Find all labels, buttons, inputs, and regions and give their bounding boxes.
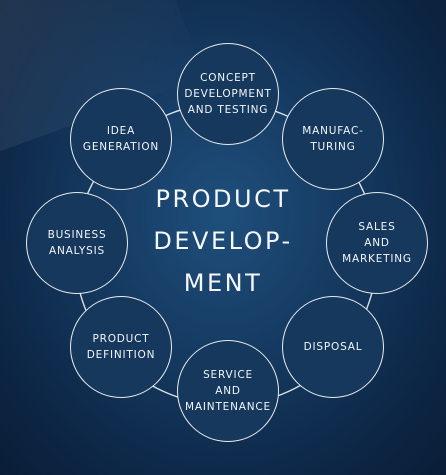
stage-label: SERVICE AND MAINTENANCE [185,369,271,413]
stage-sales-and-marketing: SALES AND MARKETING [326,192,428,294]
stage-disposal: DISPOSAL [282,296,384,398]
center-title: PRODUCT DEVELOP- MENT [153,185,293,297]
stage-label: IDEA GENERATION [82,125,160,153]
stage-concept-development: CONCEPT DEVELOPMENT AND TESTING [177,43,279,145]
stage-business-analysis: BUSINESS ANALYSIS [26,192,128,294]
stage-manufacturing: MANUFAC- TURING [282,88,384,190]
stage-label: PRODUCT DEFINITION [86,333,156,361]
stage-idea-generation: IDEA GENERATION [70,88,172,190]
stage-product-definition: PRODUCT DEFINITION [70,296,172,398]
stage-label: SALES AND MARKETING [342,221,412,265]
stage-service-and-maintenance: SERVICE AND MAINTENANCE [177,340,279,442]
stage-label: DISPOSAL [303,341,363,353]
stage-label: BUSINESS ANALYSIS [47,229,107,257]
stage-label: MANUFAC- TURING [302,125,364,153]
stage-label: CONCEPT DEVELOPMENT AND TESTING [184,72,272,116]
